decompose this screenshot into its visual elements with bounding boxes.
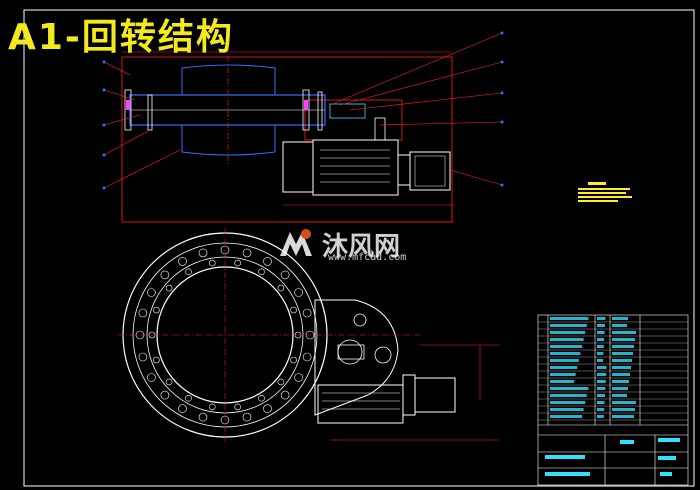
bolt-hole (290, 306, 297, 314)
bolt-hole (242, 412, 252, 422)
slewing-ring-plan-view (118, 228, 500, 442)
motor-end-cap (282, 141, 314, 193)
side-view-outline (121, 56, 453, 223)
bolt-hole (147, 373, 156, 382)
mfcad-logo-icon (280, 229, 312, 256)
worm-gear-housing (314, 299, 399, 416)
title-block (537, 314, 689, 486)
bolt-hole (242, 248, 252, 258)
bolt-hole (160, 390, 170, 400)
bolt-hole (153, 306, 160, 314)
bolt-hole (234, 403, 241, 411)
bolt-hole (178, 257, 187, 266)
bolt-hole (138, 308, 148, 318)
bolt-hole (165, 284, 173, 292)
bolt-hole (147, 288, 156, 297)
bolt-hole (198, 412, 208, 422)
sheet-border (23, 9, 695, 487)
bolt-hole (294, 288, 303, 297)
bolt-hole (138, 352, 148, 362)
watermark-url: www.mfcad.com (328, 252, 407, 263)
bolt-hole (234, 259, 241, 267)
bolt-hole (280, 390, 290, 400)
drive-motor-plan (317, 384, 404, 424)
bolt-hole (209, 403, 216, 411)
bolt-hole (185, 268, 192, 276)
bolt-hole (165, 378, 173, 386)
watermark-brand: 沐风网 (322, 232, 401, 262)
side-view-assembly (121, 51, 455, 223)
bolt-hole (302, 308, 312, 318)
bolt-hole (160, 270, 170, 280)
bolt-hole (302, 352, 312, 362)
bolt-hole (280, 270, 290, 280)
bolt-hole (277, 378, 285, 386)
leader-lines-left (103, 61, 181, 189)
bolt-hole (209, 259, 216, 267)
gear-motor (409, 151, 451, 191)
bolt-hole (258, 268, 265, 276)
bolt-hole (185, 394, 192, 402)
bolt-hole (263, 404, 272, 413)
leader-lines-right (329, 32, 503, 186)
bolt-hole (290, 356, 297, 364)
bolt-hole (258, 394, 265, 402)
motor-body (312, 139, 399, 196)
bolt-hole (153, 356, 160, 364)
bolt-hole (198, 248, 208, 258)
bolt-hole (263, 257, 272, 266)
drawing-title: A1-回转结构 (8, 17, 234, 58)
bolt-hole (178, 404, 187, 413)
technical-notes (578, 182, 632, 202)
bolt-hole (277, 284, 285, 292)
bolt-hole (294, 373, 303, 382)
